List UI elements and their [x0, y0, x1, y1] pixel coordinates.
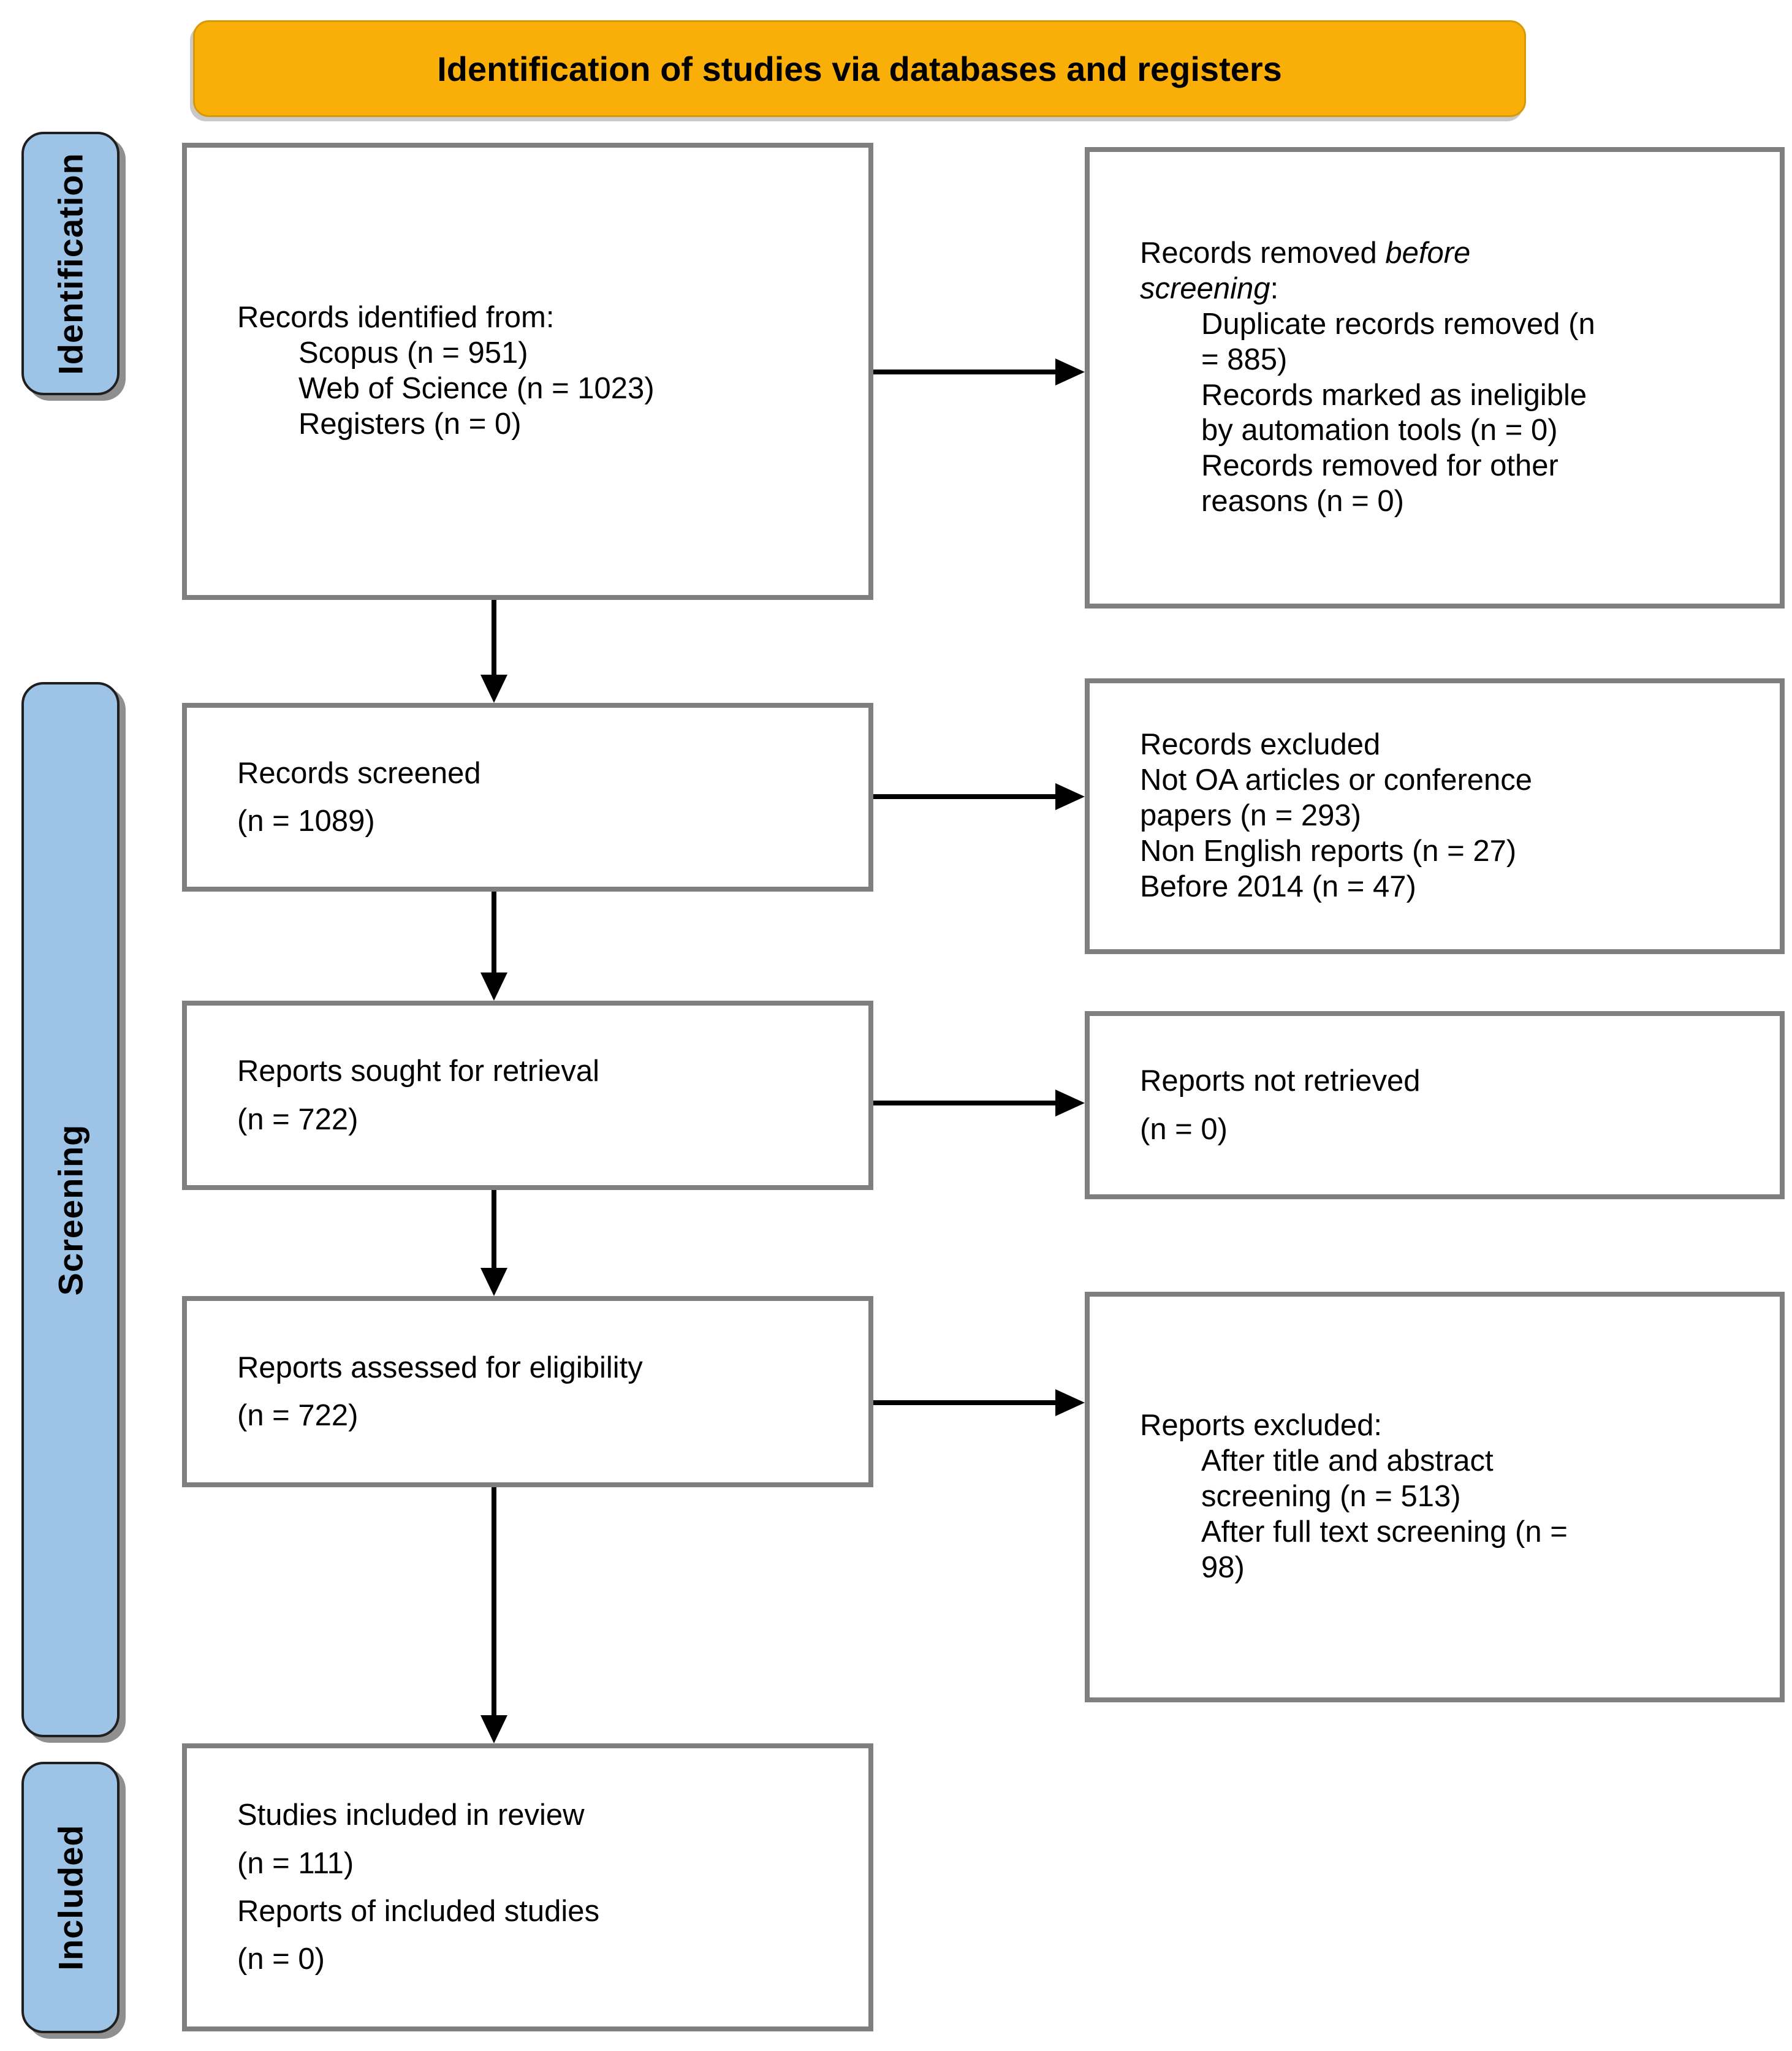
box-records-excluded: Records excluded Not OA articles or conf… — [1085, 678, 1785, 954]
text-line: Records identified from: — [237, 301, 555, 335]
text-line: Before 2014 (n = 47) — [1140, 870, 1416, 903]
italic-text: before — [1385, 237, 1471, 270]
box-reports-sought: Reports sought for retrieval (n = 722) — [182, 1001, 873, 1190]
arrow-screened-to-excluded — [873, 794, 1057, 799]
arrow-down-head — [480, 1268, 507, 1296]
text-line: screening (n = 513) — [1201, 1480, 1461, 1514]
text-line: by automation tools (n = 0) — [1201, 414, 1558, 447]
stage-label-screening: Screening — [51, 1124, 90, 1295]
title-banner-label: Identification of studies via databases … — [437, 49, 1282, 88]
text-line: Not OA articles or conference — [1140, 764, 1533, 797]
arrow-screened-to-sought — [492, 892, 496, 972]
text-line: Reports assessed for eligibility — [237, 1351, 643, 1384]
arrow-right-head — [1055, 783, 1085, 810]
arrow-right-head — [1055, 1090, 1085, 1116]
stage-bar-screening: Screening — [21, 682, 120, 1737]
arrow-identified-to-removed — [873, 370, 1057, 374]
box-records-screened: Records screened (n = 1089) — [182, 703, 873, 892]
text-line: Reports sought for retrieval — [237, 1055, 599, 1088]
arrow-sought-to-not-retrieved — [873, 1101, 1057, 1105]
text-line: Duplicate records removed (n — [1201, 307, 1595, 341]
text-line: Records removed for other — [1201, 449, 1559, 483]
box-reports-excluded: Reports excluded: After title and abstra… — [1085, 1292, 1785, 1702]
text-line: After title and abstract — [1201, 1444, 1494, 1478]
stage-bar-identification: Identification — [21, 132, 120, 395]
arrow-down-head — [480, 1715, 507, 1743]
text-line: Records screened — [237, 756, 481, 790]
text-line: (n = 0) — [237, 1943, 325, 1976]
text-line: After full text screening (n = — [1201, 1515, 1568, 1549]
arrow-assessed-to-included — [492, 1487, 496, 1717]
text-line: Studies included in review — [237, 1799, 585, 1832]
box-reports-not-retrieved: Reports not retrieved (n = 0) — [1085, 1011, 1785, 1199]
text-line: Scopus (n = 951) — [298, 336, 528, 370]
box-studies-included: Studies included in review (n = 111) Rep… — [182, 1743, 873, 2031]
text-line: (n = 1089) — [237, 805, 375, 838]
arrow-assessed-to-reports-excluded — [873, 1400, 1057, 1405]
arrow-right-head — [1055, 1389, 1085, 1416]
text-line: (n = 0) — [1140, 1112, 1228, 1146]
text-line: (n = 722) — [237, 1102, 359, 1136]
arrow-right-head — [1055, 358, 1085, 385]
text-line: Reports of included studies — [237, 1895, 600, 1928]
text-line: reasons (n = 0) — [1201, 484, 1404, 518]
text-line: 98) — [1201, 1550, 1245, 1584]
box-records-removed: Records removed before screening: Duplic… — [1085, 147, 1785, 608]
text-line: papers (n = 293) — [1140, 799, 1361, 833]
text-line: Web of Science (n = 1023) — [298, 372, 655, 405]
text-line: (n = 111) — [237, 1846, 354, 1880]
text-line: Reports not retrieved — [1140, 1064, 1421, 1098]
text-line: Records marked as ineligible — [1201, 378, 1587, 412]
title-banner: Identification of studies via databases … — [193, 20, 1526, 117]
arrow-down-head — [480, 972, 507, 1001]
text-line: Non English reports (n = 27) — [1140, 834, 1517, 868]
text-line: Reports excluded: — [1140, 1409, 1382, 1443]
stage-label-identification: Identification — [51, 152, 90, 375]
text-line: screening: — [1140, 272, 1279, 306]
text-line: Records removed before — [1140, 237, 1471, 270]
stage-bar-included: Included — [21, 1762, 120, 2033]
italic-text: screening — [1140, 272, 1270, 306]
arrow-sought-to-assessed — [492, 1190, 496, 1270]
arrow-down-head — [480, 675, 507, 703]
arrow-identified-to-screened — [492, 600, 496, 677]
box-reports-assessed: Reports assessed for eligibility (n = 72… — [182, 1296, 873, 1487]
box-records-identified: Records identified from: Scopus (n = 951… — [182, 143, 873, 600]
stage-label-included: Included — [51, 1824, 90, 1971]
text-line: (n = 722) — [237, 1399, 359, 1432]
text-line: Records excluded — [1140, 728, 1381, 762]
text-line: Registers (n = 0) — [298, 407, 522, 441]
text-line: = 885) — [1201, 343, 1288, 376]
